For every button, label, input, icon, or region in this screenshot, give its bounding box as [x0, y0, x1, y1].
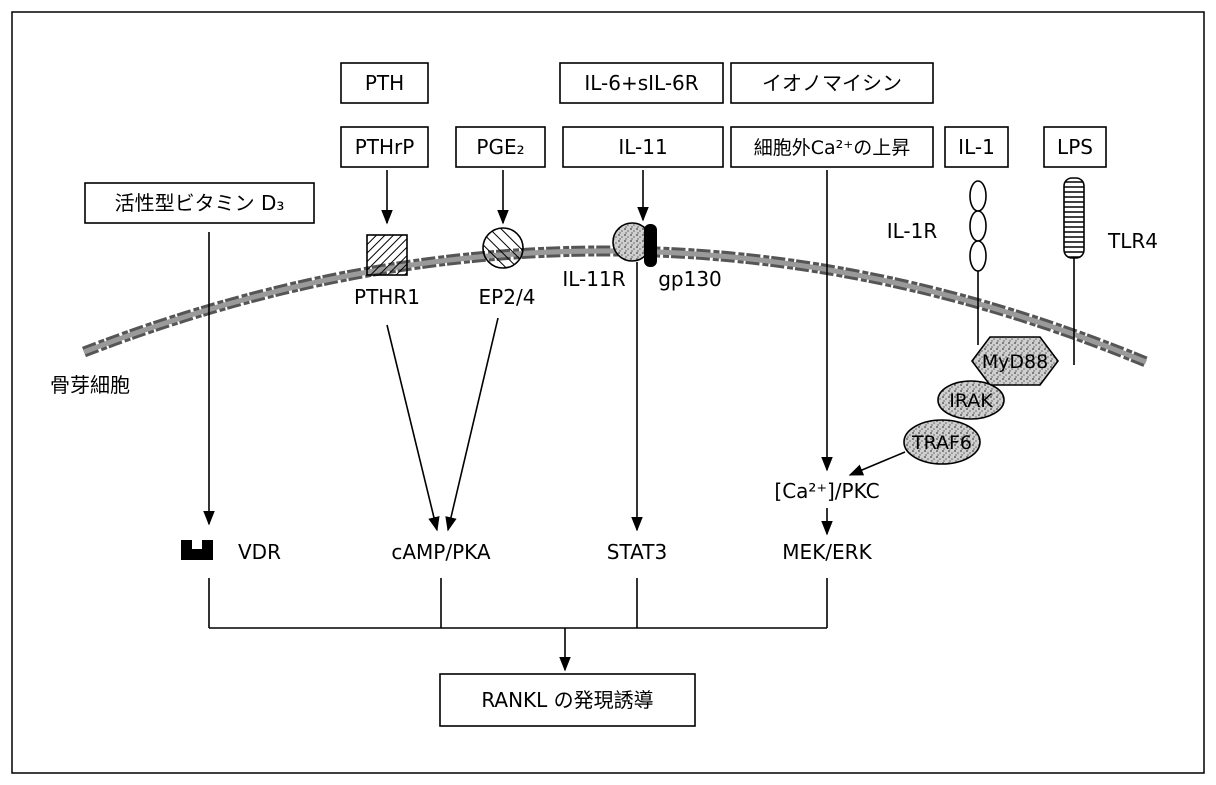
- rankl-label: RANKL の発現誘導: [481, 688, 653, 712]
- pge2-label: PGE₂: [476, 135, 524, 159]
- lps-label: LPS: [1057, 135, 1093, 159]
- gp130-label: gp130: [658, 267, 722, 291]
- pthr1-arrow: [387, 325, 437, 530]
- pthr1-receptor: [367, 235, 407, 275]
- ep24-receptor: [483, 228, 523, 268]
- traf6-label: TRAF6: [911, 432, 972, 454]
- traf6-arrow: [850, 452, 905, 475]
- pge2-box: PGE₂: [456, 127, 545, 167]
- pthrp-box: PTHrP: [341, 127, 428, 167]
- ca-rise-box: 細胞外Ca²⁺の上昇: [731, 127, 933, 167]
- lps-box: LPS: [1044, 127, 1106, 167]
- il11-box: IL-11: [563, 127, 723, 167]
- pth-label: PTH: [365, 71, 404, 95]
- traf6-node: TRAF6: [904, 420, 980, 464]
- irak-node: IRAK: [938, 381, 1004, 419]
- outer-frame: [12, 12, 1204, 773]
- vdr-label: VDR: [238, 540, 281, 564]
- pthrp-label: PTHrP: [355, 135, 415, 159]
- ca-rise-label: 細胞外Ca²⁺の上昇: [754, 137, 911, 159]
- il11-label: IL-11: [618, 135, 667, 159]
- il1r-label: IL-1R: [887, 219, 938, 243]
- gp130-receptor: [644, 224, 657, 267]
- myd88-label: MyD88: [982, 351, 1048, 373]
- rankl-box: RANKL の発現誘導: [440, 674, 695, 726]
- osteoblast-label: 骨芽細胞: [50, 373, 130, 397]
- vitd3-label: 活性型ビタミン D₃: [115, 191, 285, 215]
- il1-box: IL-1: [945, 127, 1008, 167]
- pthr1-label: PTHR1: [354, 285, 420, 309]
- il11r-label: IL-11R: [562, 267, 625, 291]
- ca-pkc-label: [Ca²⁺]/PKC: [774, 479, 879, 503]
- ionomycin-label: イオノマイシン: [762, 71, 902, 95]
- tlr4-label: TLR4: [1107, 229, 1158, 253]
- mek-erk-label: MEK/ERK: [782, 540, 872, 564]
- il1-label: IL-1: [958, 135, 995, 159]
- vitd3-box: 活性型ビタミン D₃: [85, 183, 314, 223]
- ep24-label: EP2/4: [479, 285, 536, 309]
- stat3-label: STAT3: [607, 540, 667, 564]
- il1r-receptor: [970, 181, 986, 345]
- il6-label: IL-6+sIL-6R: [584, 71, 698, 95]
- il6-box: IL-6+sIL-6R: [560, 63, 723, 103]
- vdr-notch: [192, 540, 202, 549]
- camp-pka-label: cAMP/PKA: [391, 540, 491, 564]
- ionomycin-box: イオノマイシン: [731, 63, 933, 103]
- myd88-node: MyD88: [972, 337, 1058, 385]
- convergence-lines: [209, 578, 827, 628]
- irak-label: IRAK: [949, 390, 993, 412]
- pth-box: PTH: [341, 63, 428, 103]
- ep24-arrow: [448, 318, 498, 530]
